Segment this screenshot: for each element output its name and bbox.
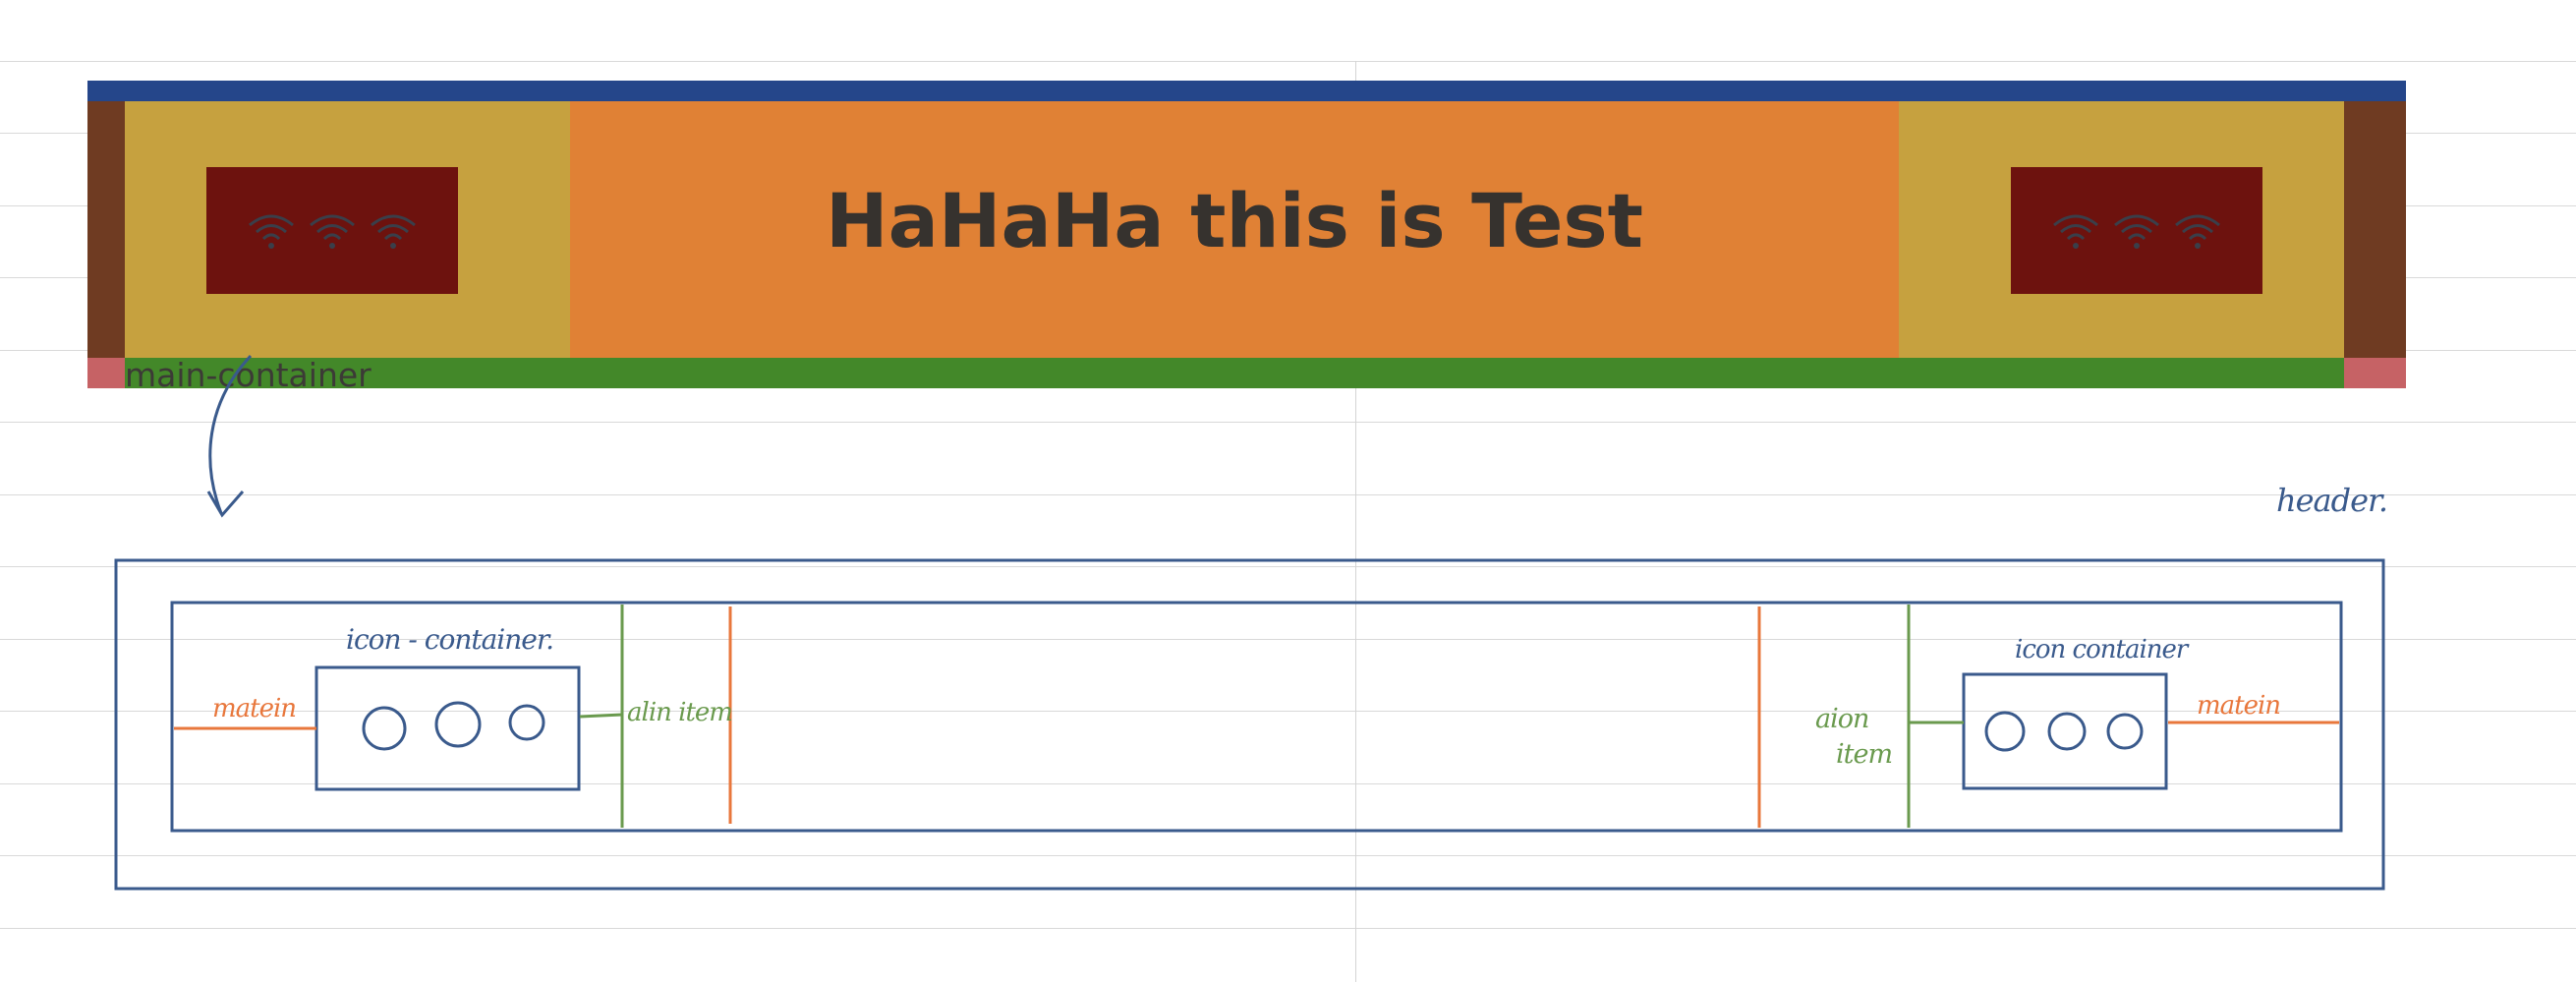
sketch-left-align-label: alin item [627, 698, 733, 727]
ruled-line [0, 639, 2576, 640]
wifi-icon [371, 214, 416, 249]
left-align-connector [579, 713, 623, 719]
wifi-icon [2053, 214, 2098, 249]
sketch-circle [434, 701, 482, 748]
sketch-header-frame [114, 558, 2385, 891]
sketch-left-icon-container [315, 665, 581, 791]
bottom-left-corner [87, 358, 125, 388]
sketch-right-icon-container [1962, 672, 2168, 790]
ruled-line [0, 783, 2576, 784]
ruled-line [0, 928, 2576, 929]
left-icon-container [206, 167, 458, 294]
sketch-right-container-label: icon container [2015, 635, 2188, 664]
main-container-label: main-container [125, 356, 372, 394]
ruled-line [0, 494, 2576, 495]
sketch-left-margin-label: matein [212, 694, 297, 723]
sketch-circle [362, 706, 407, 751]
sketch-header-label: header. [2276, 482, 2388, 519]
center-panel [570, 101, 1899, 358]
ruled-line [0, 566, 2576, 567]
header-title: HaHaHa this is Test [826, 177, 1643, 264]
right-icon-container [2011, 167, 2262, 294]
sketch-left-container-label: icon - container. [346, 623, 554, 656]
sketch-right-align-label-line2: item [1836, 739, 1893, 770]
header-top-bar [87, 81, 2406, 101]
bottom-right-corner [2344, 358, 2406, 388]
sketch-circle [1984, 711, 2026, 752]
sketch-main-container [170, 601, 2343, 833]
wifi-icon [2175, 214, 2220, 249]
page-divider [1355, 61, 1356, 982]
wifi-icon [249, 214, 294, 249]
sketch-circle [2047, 712, 2087, 751]
sketch-right-align-label-line1: aion [1815, 704, 1869, 734]
arrow-curve [208, 354, 253, 514]
sketch-circle [2106, 713, 2144, 750]
sketch-circle [508, 704, 545, 741]
sketch-right-margin-label: matein [2197, 691, 2281, 721]
ruled-line [0, 855, 2576, 856]
arrow-head [206, 491, 245, 518]
ruled-line [0, 711, 2576, 712]
ruled-line [0, 61, 2576, 62]
ruled-line [0, 422, 2576, 423]
bottom-bar [87, 358, 2406, 388]
wifi-icon [2114, 214, 2159, 249]
wifi-icon [310, 214, 355, 249]
